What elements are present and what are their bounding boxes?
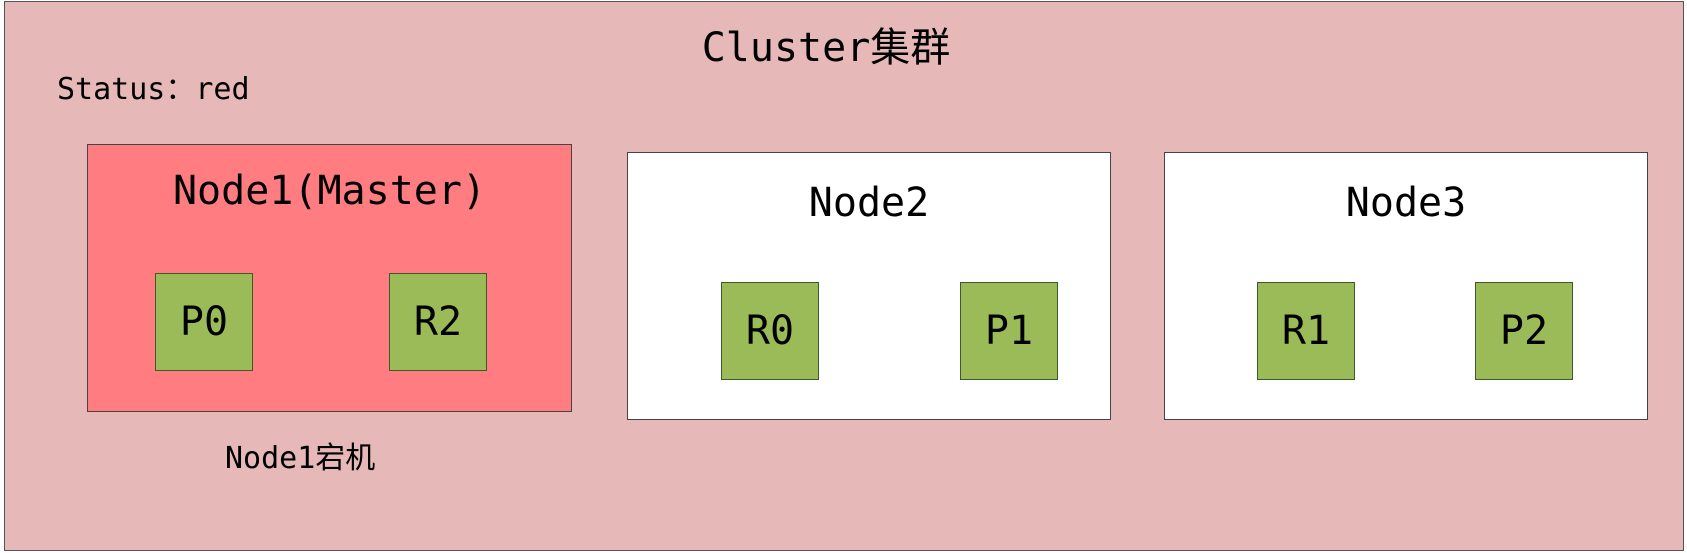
shard-p2: P2 [1475, 282, 1573, 380]
node-title-node1: Node1(Master) [172, 168, 487, 214]
cluster-status: Status：red [57, 72, 250, 107]
shard-r1: R1 [1257, 282, 1355, 380]
shard-r2: R2 [389, 273, 487, 371]
node1-down-note: Node1宕机 [225, 441, 376, 476]
shard-p1: P1 [960, 282, 1058, 380]
node-box-node3: Node3 R1 P2 [1164, 152, 1648, 420]
node-title-node3: Node3 [1345, 180, 1467, 226]
shard-p0: P0 [155, 273, 253, 371]
node-title-node2: Node2 [808, 180, 930, 226]
cluster-title: Cluster集群 [701, 25, 951, 71]
node-box-node1: Node1(Master) P0 R2 [87, 144, 572, 412]
shard-r0: R0 [721, 282, 819, 380]
node-box-node2: Node2 R0 P1 [627, 152, 1111, 420]
